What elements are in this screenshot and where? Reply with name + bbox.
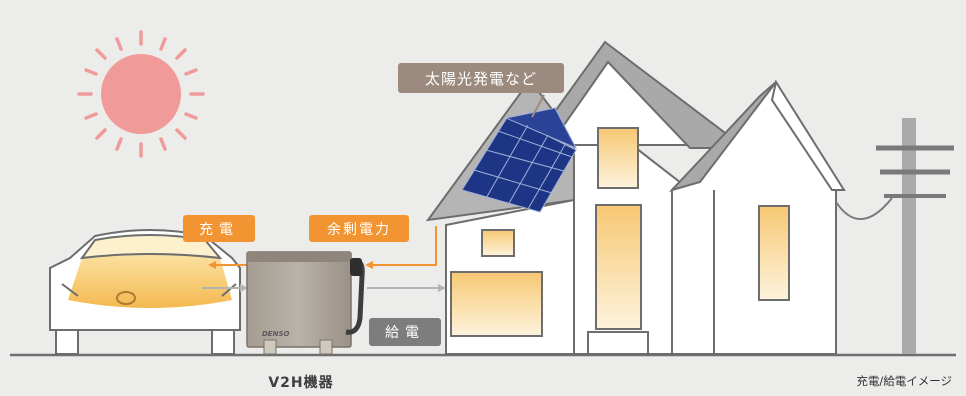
car-icon <box>49 229 241 355</box>
supply-label: 給電 <box>369 318 441 346</box>
solar-power-label: 太陽光発電など <box>398 63 564 93</box>
v2h-unit-icon: DENSO <box>246 251 365 355</box>
solar-panel-icon <box>461 94 578 213</box>
v2h-device-caption: V2H機器 <box>268 375 334 391</box>
sun-icon <box>77 30 205 158</box>
denso-logo: DENSO <box>262 330 289 338</box>
power-flow-arrows <box>202 226 446 292</box>
utility-pole-icon <box>835 118 954 354</box>
surplus-power-label: 余剰電力 <box>309 215 409 242</box>
image-caption: 充電/給電イメージ <box>856 374 952 388</box>
charge-label: 充電 <box>183 215 255 242</box>
